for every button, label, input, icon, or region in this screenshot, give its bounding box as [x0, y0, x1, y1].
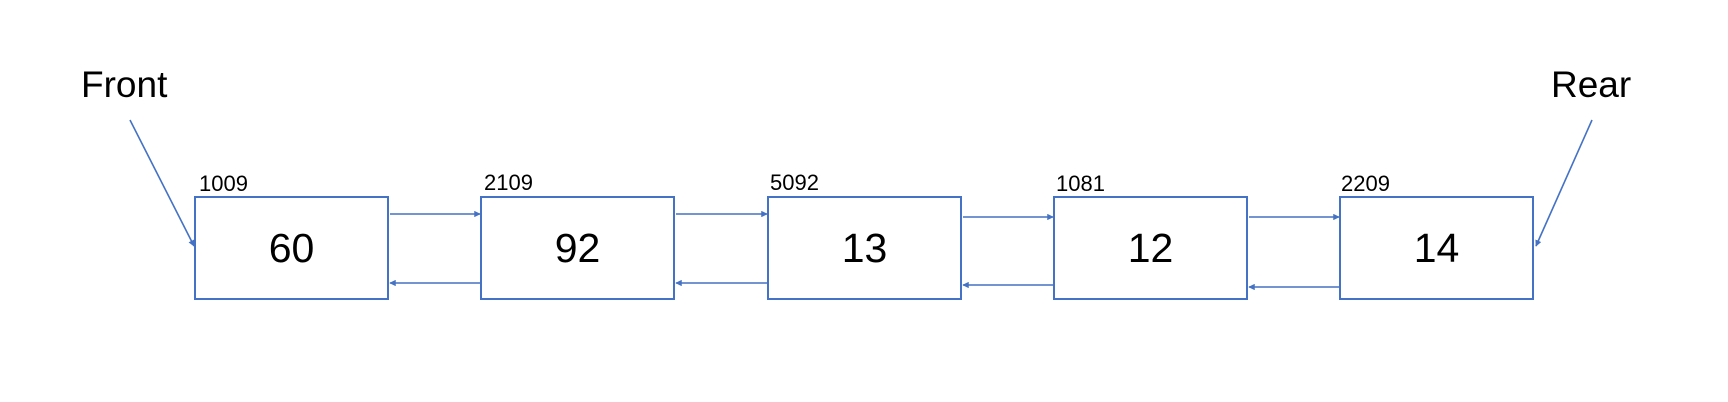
list-node: 60	[194, 196, 389, 300]
node-address: 1081	[1056, 171, 1105, 196]
node-address: 5092	[770, 170, 819, 195]
node-address: 1009	[199, 171, 248, 196]
front-label: Front	[81, 64, 168, 105]
node-address: 2209	[1341, 171, 1390, 196]
list-node: 13	[767, 196, 962, 300]
node-value: 12	[1127, 224, 1174, 271]
node-value: 13	[841, 224, 888, 271]
node-value: 92	[554, 224, 601, 271]
node-value: 60	[268, 224, 315, 271]
list-node: 14	[1339, 196, 1534, 300]
front-pointer-arrow	[129, 119, 195, 247]
node-address: 2109	[484, 170, 533, 195]
list-node: 12	[1053, 196, 1248, 300]
node-value: 14	[1413, 224, 1460, 271]
list-node: 92	[480, 196, 675, 300]
rear-pointer-arrow	[1535, 119, 1593, 247]
rear-label: Rear	[1551, 64, 1632, 105]
